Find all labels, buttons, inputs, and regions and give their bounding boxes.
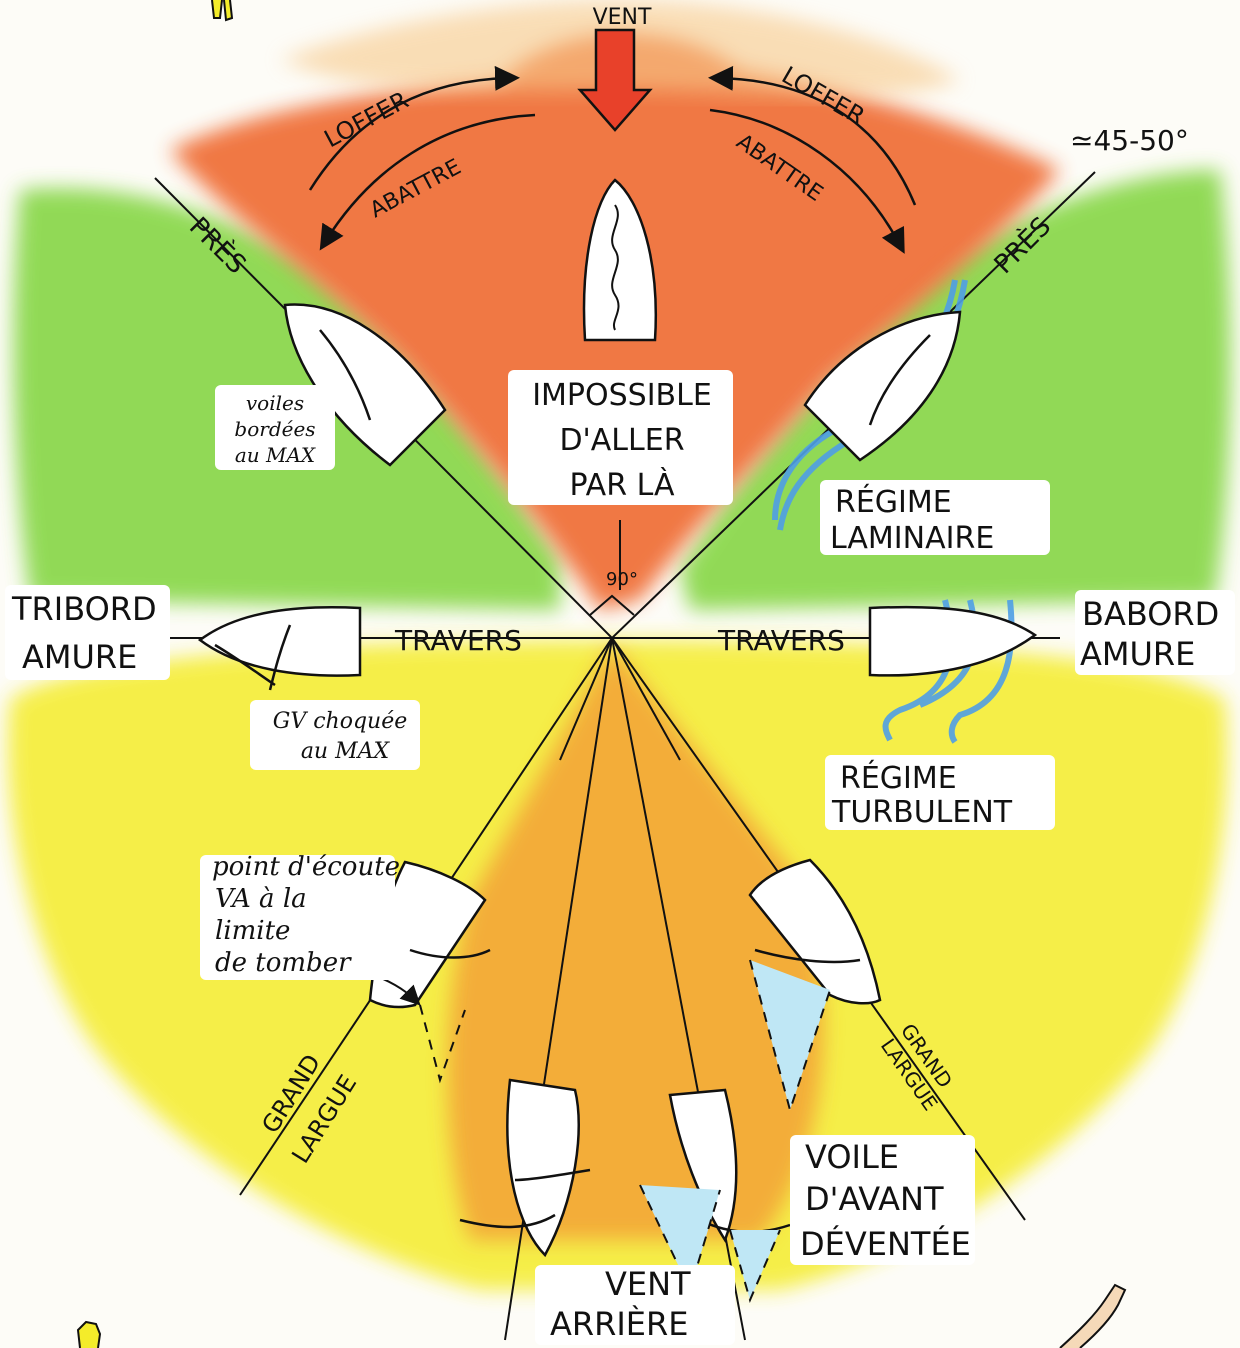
decorative-doodles [76,0,1127,1348]
wind-arrow [577,28,653,132]
wind-label: VENT [593,5,652,30]
tribord-amure-line-2: AMURE [22,638,137,676]
boat-downwind-right [639,1088,791,1303]
loffer-left-arrow [308,65,520,191]
boat-head-to-wind [582,178,657,342]
voiles-bordees-line-1: voiles [246,391,304,415]
travers-left-label: TRAVERS [394,624,522,657]
right-angle-marker [589,594,635,616]
vent-arriere-line-1: VENT [605,1265,691,1303]
angle-label: ≃45-50° [1070,124,1189,157]
voile-avant-line-3: DÉVENTÉE [800,1225,971,1263]
labels: VENT LOFFER ABATTRE LOFFER ABATTRE ≃45-5… [11,5,1219,1343]
abattre-left-arrow [319,113,536,251]
babord-amure-line-2: AMURE [1080,635,1195,673]
top-hand-doodle-icon [211,0,234,22]
right-angle-label: 90° [606,569,638,590]
voiles-bordees-line-2: bordées [234,417,315,441]
regime-turbulent-line-1: RÉGIME [840,760,957,796]
point-ecoute-line-4: de tomber [215,948,352,978]
impossible-line-1: IMPOSSIBLE [532,378,712,413]
boat-downwind-left [459,1078,591,1258]
boat-beam-left [197,606,362,691]
travers-right-label: TRAVERS [717,624,845,657]
line-down-1 [504,637,613,1341]
voiles-bordees-line-3: au MAX [235,443,316,467]
regime-laminaire-line-2: LAMINAIRE [830,521,994,556]
tribord-amure-line-1: TRIBORD [11,590,157,628]
boat-broad-reach-right [748,858,882,1114]
voile-avant-line-1: VOILE [805,1138,899,1176]
bottom-right-arm-doodle-icon [1059,1283,1127,1348]
regime-laminaire-line-1: RÉGIME [835,484,952,520]
voile-avant-line-2: D'AVANT [805,1180,944,1218]
gv-choquee-line-1: GV choquée [273,709,407,734]
impossible-line-2: D'ALLER [559,423,684,458]
boat-beam-right [868,605,1038,677]
line-down-4 [611,637,681,761]
point-ecoute-line-3: limite [215,916,290,946]
boats [197,178,1038,1303]
steer-arrows [308,65,917,254]
impossible-line-3: PAR LÀ [570,467,675,503]
point-ecoute-line-1: point d'écoute [212,852,400,882]
gv-choquee-line-2: au MAX [301,739,391,764]
point-ecoute-line-2: VA à la [215,884,307,914]
boat-close-hauled-left [283,303,447,467]
label-patches [5,370,1235,1345]
bottom-left-hand-doodle-icon [76,1320,102,1348]
regime-turbulent-line-2: TURBULENT [831,795,1013,830]
line-down-3 [559,637,613,761]
loffer-right-arrow [708,65,917,206]
abattre-right-arrow [709,108,905,254]
boat-close-hauled-right [803,310,962,462]
close-hauled-right-zone [680,170,1231,610]
vent-arriere-line-2: ARRIÈRE [550,1305,688,1343]
babord-amure-line-1: BABORD [1082,595,1219,633]
